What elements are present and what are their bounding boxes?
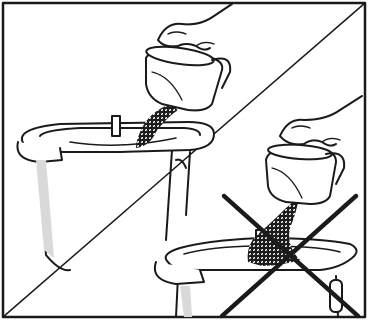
measuring-jug-left: [145, 45, 232, 112]
center-stem-left: [111, 115, 121, 137]
panel-correct: [16, 3, 233, 272]
hand-left: [157, 3, 233, 51]
coffee-grounds-stream-left: [136, 104, 178, 148]
measuring-jug-right: [265, 143, 346, 205]
panel-divider: [2, 2, 366, 318]
coffee-grounds-spill-right: [247, 194, 300, 266]
hand-right: [279, 95, 363, 147]
coffee-urn-left: [16, 115, 215, 272]
wrong-method-cross-icon: [219, 193, 361, 319]
panel-incorrect: [154, 95, 363, 319]
